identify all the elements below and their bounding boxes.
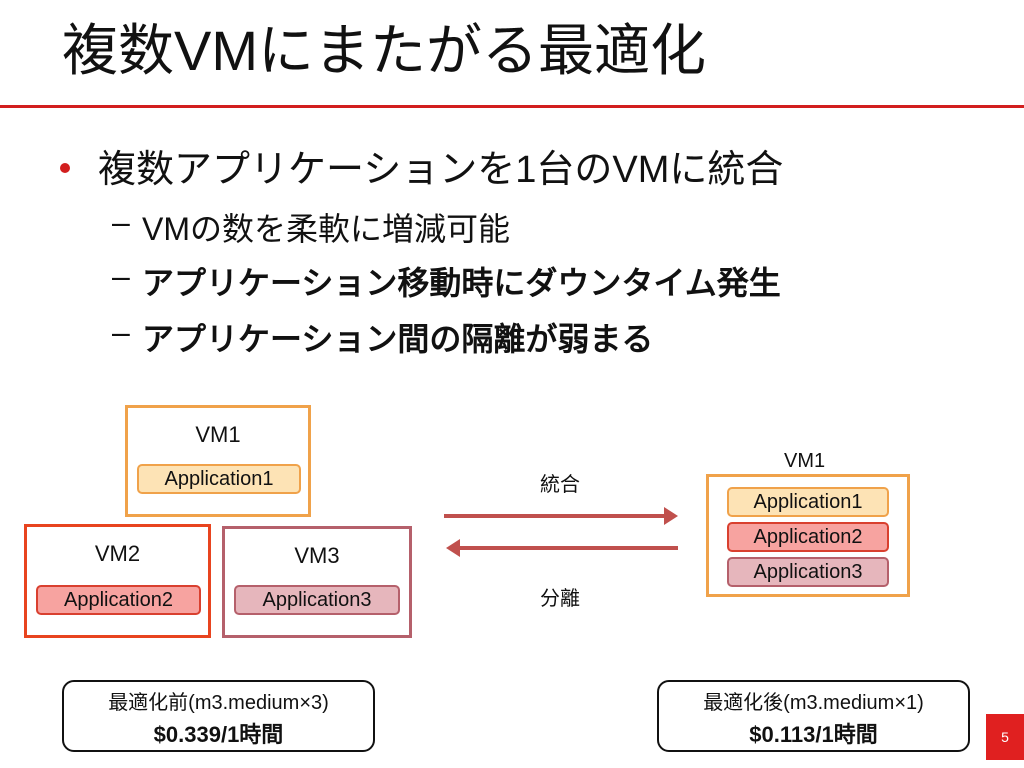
- vm1-before-box: VM1 Application1: [125, 405, 311, 517]
- split-label: 分離: [540, 588, 580, 610]
- arrows-graphic: [444, 507, 678, 557]
- vm1-before-label: VM1: [195, 422, 241, 447]
- main-bullet-text: 複数アプリケーションを1台のVMに統合: [98, 149, 784, 191]
- sub-bullet-1: – VMの数を柔軟に増減可能: [112, 204, 510, 250]
- dash-icon: –: [112, 314, 130, 350]
- vm1-before-app1: Application1: [137, 464, 301, 494]
- vm2-before-box: VM2 Application2: [24, 524, 211, 638]
- vm3-before-box: VM3 Application3: [222, 526, 412, 638]
- sub-bullet-2: – アプリケーション移動時にダウンタイム発生: [112, 258, 781, 304]
- cost-before-label: 最適化前(m3.medium×3): [108, 692, 329, 714]
- dash-icon: –: [112, 258, 130, 294]
- sub-bullet-3: – アプリケーション間の隔離が弱まる: [112, 314, 653, 360]
- cost-after-box: 最適化後(m3.medium×1) $0.113/1時間: [657, 680, 970, 752]
- vm2-before-app2: Application2: [36, 585, 201, 615]
- title-underline: [0, 105, 1024, 108]
- slide-title: 複数VMにまたがる最適化: [62, 19, 706, 82]
- backward-arrow: [446, 539, 678, 557]
- merge-label: 統合: [540, 474, 580, 496]
- vm1-after-label: VM1: [784, 450, 826, 472]
- cost-after-label: 最適化後(m3.medium×1): [703, 692, 924, 714]
- sub-bullet-text: アプリケーション移動時にダウンタイム発生: [142, 265, 781, 301]
- forward-arrow: [444, 507, 678, 525]
- cost-after-price: $0.113/1時間: [749, 722, 878, 747]
- vm1-after-box: Application1 Application2 Application3: [706, 474, 910, 597]
- vm3-before-app3: Application3: [234, 585, 400, 615]
- vm1-after-app3: Application3: [727, 557, 889, 587]
- sub-bullet-text: VMの数を柔軟に増減可能: [142, 211, 511, 247]
- vm1-after-app2: Application2: [727, 522, 889, 552]
- cost-before-box: 最適化前(m3.medium×3) $0.339/1時間: [62, 680, 375, 752]
- vm1-after-app1: Application1: [727, 487, 889, 517]
- dash-icon: –: [112, 204, 130, 240]
- sub-bullet-text: アプリケーション間の隔離が弱まる: [142, 321, 654, 357]
- cost-before-price: $0.339/1時間: [153, 722, 284, 747]
- main-bullet: 複数アプリケーションを1台のVMに統合: [60, 138, 783, 193]
- vm2-before-label: VM2: [94, 541, 141, 566]
- page-number: 5: [986, 714, 1024, 760]
- bullet-dot-icon: [60, 162, 70, 173]
- vm3-before-label: VM3: [294, 543, 340, 568]
